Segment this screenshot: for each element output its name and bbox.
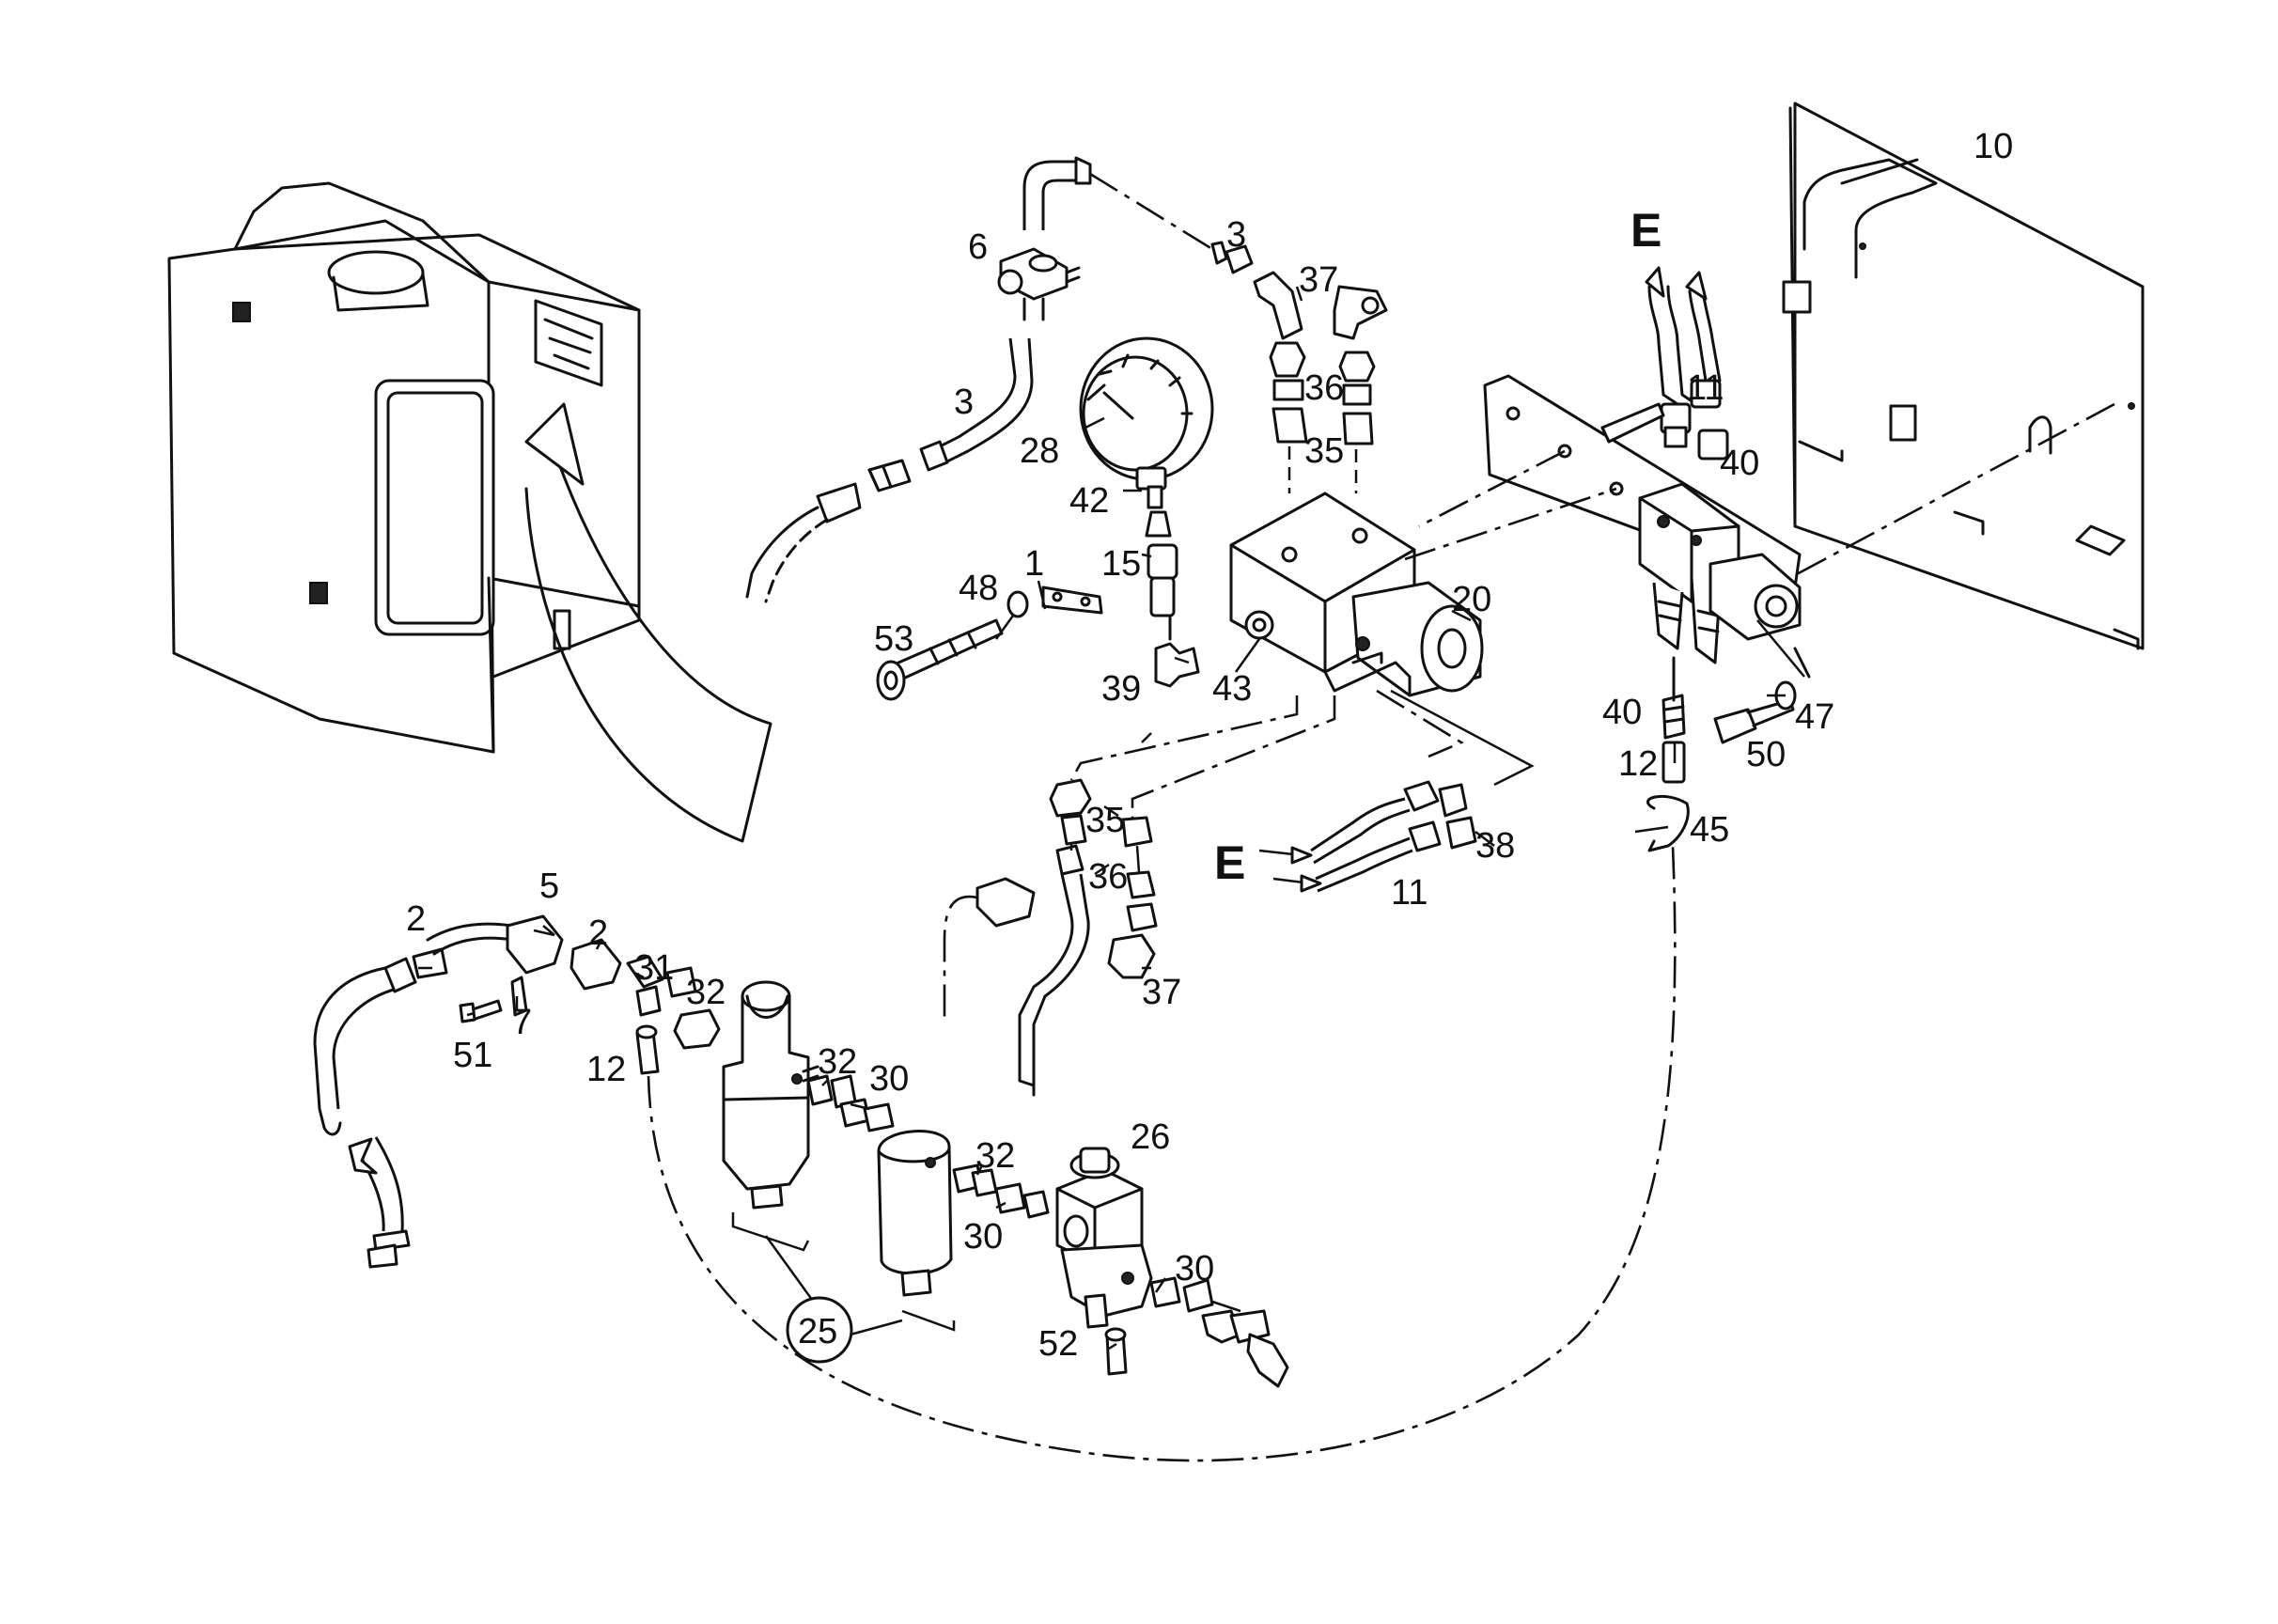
- mount-line-plate: [1780, 402, 2115, 585]
- label-5: 5: [539, 867, 559, 906]
- label-2a: 2: [406, 899, 426, 939]
- label-6: 6: [968, 227, 988, 267]
- fittings-lower-right: [1646, 656, 1797, 852]
- label-28: 28: [1020, 431, 1059, 471]
- label-35a: 35: [1304, 431, 1344, 471]
- label-30c: 30: [1175, 1249, 1214, 1288]
- tube-3-upper: [1022, 156, 1254, 274]
- label-32c: 32: [975, 1136, 1015, 1176]
- label-47: 47: [1795, 697, 1834, 737]
- mount-line-bracket: [1418, 449, 1566, 528]
- label-e-left: E: [1214, 836, 1245, 889]
- label-48: 48: [959, 569, 998, 608]
- route-line-center: [1069, 695, 1299, 781]
- tube-3-lower: [745, 337, 1034, 603]
- route-line-right: [1376, 689, 1464, 758]
- label-3b: 3: [954, 383, 974, 422]
- part-labels: 1 2 2 3 3 5 6 7 10 11 11 12 12 15 20 25 …: [406, 127, 2013, 1364]
- solenoid-valve-26: [1055, 1147, 1153, 1329]
- label-30b: 30: [963, 1217, 1003, 1257]
- label-12b: 12: [586, 1050, 626, 1089]
- label-10: 10: [1974, 127, 2013, 166]
- label-11a: 11: [1687, 368, 1724, 408]
- fittings-top-center: [1253, 271, 1388, 493]
- label-20: 20: [1452, 580, 1491, 619]
- filter-unit-25a: [722, 980, 819, 1210]
- label-38: 38: [1475, 826, 1515, 866]
- label-e-top: E: [1630, 204, 1662, 257]
- mount-line-regulator: [1404, 487, 1617, 561]
- label-25-circle: 25: [786, 1296, 853, 1364]
- label-35b: 35: [1085, 801, 1125, 840]
- fittings-top-right: [1600, 266, 1729, 461]
- inlet-tubes-11: [1258, 780, 1477, 893]
- route-line-center-2: [1131, 695, 1336, 818]
- label-37b: 37: [1142, 973, 1181, 1012]
- label-52: 52: [1038, 1324, 1078, 1364]
- label-51: 51: [453, 1036, 492, 1075]
- route-line-right-2: [1390, 689, 1535, 787]
- route-line-bottom-loop: [647, 845, 1677, 1462]
- fittings-outlet-26: [1104, 1276, 1289, 1388]
- label-42: 42: [1069, 481, 1109, 521]
- label-50: 50: [1746, 735, 1786, 774]
- label-37a: 37: [1299, 260, 1338, 300]
- label-45: 45: [1690, 810, 1729, 850]
- filter-unit-25b: [877, 1130, 953, 1297]
- fittings-lower-left: [570, 938, 721, 1075]
- label-26: 26: [1131, 1117, 1170, 1157]
- leader-lines: [418, 286, 1805, 1351]
- label-36a: 36: [1304, 368, 1344, 408]
- label-40b: 40: [1602, 693, 1642, 732]
- label-40a: 40: [1720, 444, 1759, 483]
- fittings-filter: [806, 1074, 1050, 1219]
- label-39: 39: [1101, 669, 1141, 709]
- label-31: 31: [634, 948, 674, 988]
- label-11b: 11: [1391, 873, 1428, 913]
- cutaway-arrow: [524, 402, 772, 843]
- label-1: 1: [1024, 544, 1044, 584]
- mounting-plate-10: [1782, 102, 2145, 650]
- gauge-28: [1079, 336, 1214, 688]
- label-7: 7: [512, 1003, 532, 1042]
- label-12a: 12: [1618, 744, 1658, 784]
- label-32b: 32: [818, 1042, 857, 1082]
- valve-6: [997, 247, 1081, 321]
- label-36b: 36: [1088, 857, 1128, 897]
- regulator-20: [1229, 492, 1484, 697]
- label-32a: 32: [686, 973, 726, 1012]
- label-3a: 3: [1226, 215, 1246, 255]
- label-15: 15: [1101, 544, 1141, 584]
- label-2b: 2: [588, 914, 608, 953]
- hose-lower-left: [313, 914, 564, 1269]
- label-30a: 30: [869, 1059, 909, 1099]
- label-25: 25: [798, 1312, 837, 1351]
- label-53: 53: [874, 619, 913, 659]
- cabinet-housing: [167, 181, 641, 754]
- label-43: 43: [1212, 669, 1252, 709]
- valve-manifold: [1638, 482, 1811, 679]
